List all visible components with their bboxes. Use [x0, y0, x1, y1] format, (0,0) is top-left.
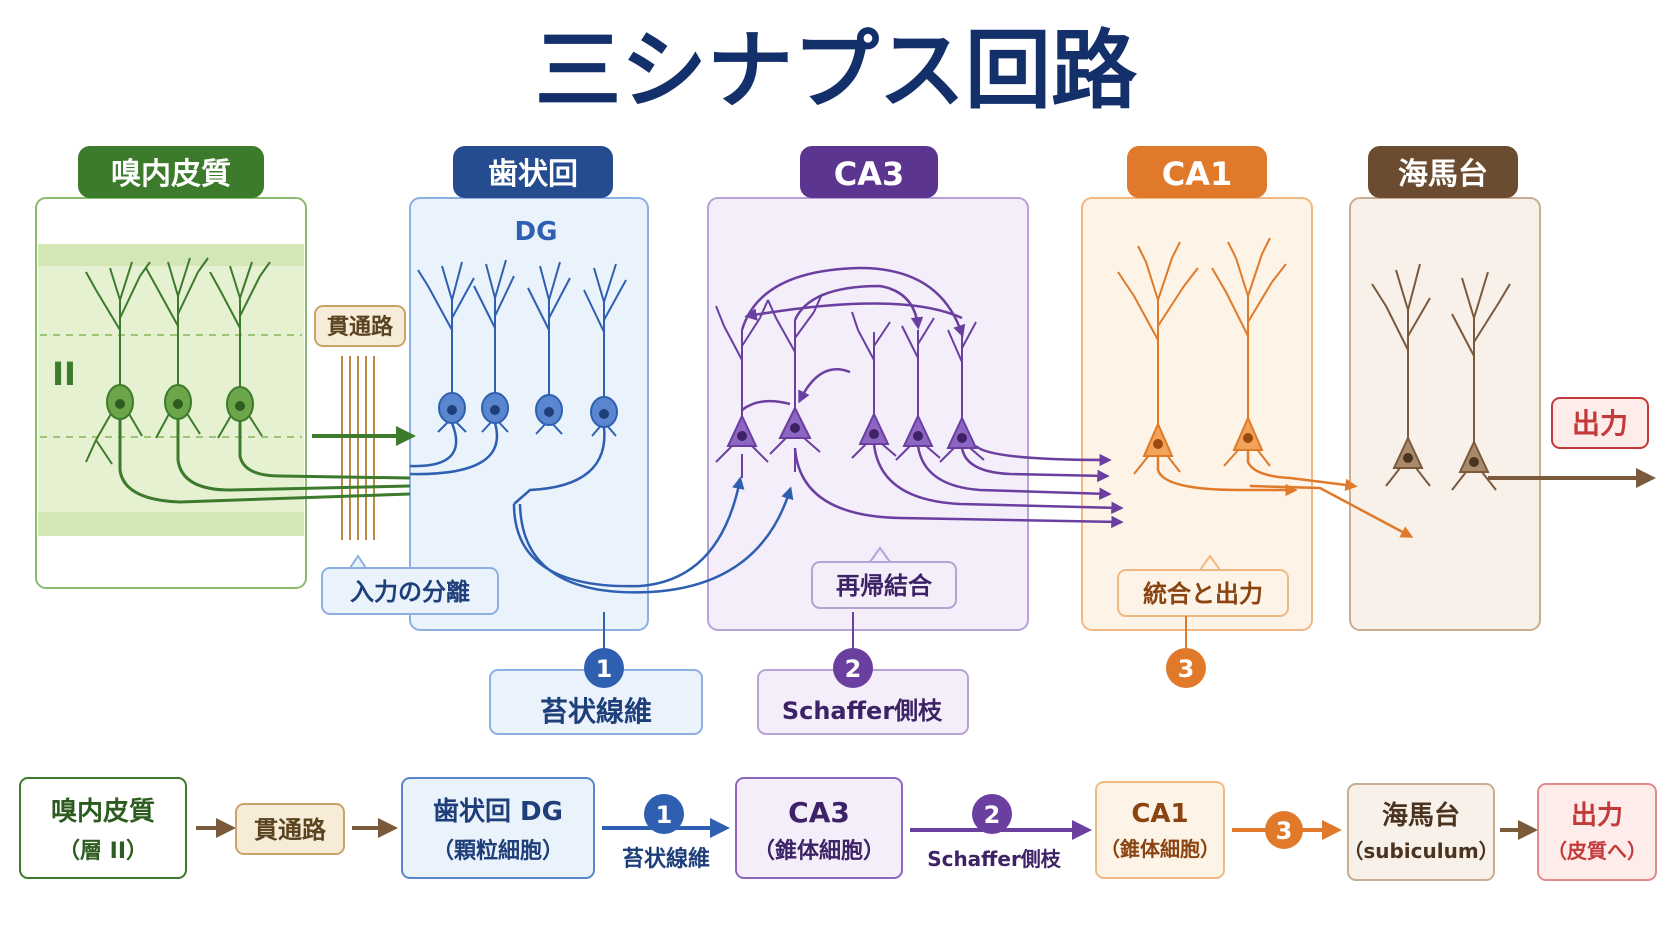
ca3-header: CA3	[800, 146, 938, 198]
sub-header: 海馬台	[1368, 146, 1518, 198]
integration-label: 統合と出力	[1143, 580, 1263, 608]
pathway-1-number: 1	[596, 655, 613, 683]
ca3-neuron	[715, 299, 769, 478]
sub-panel	[1349, 197, 1541, 631]
pathway-3-callout: 3	[1166, 616, 1206, 688]
pathway-2-callout: 2 Schaffer側枝	[757, 612, 969, 735]
dg-neurons	[417, 259, 627, 437]
pathway-2-number: 2	[845, 655, 862, 683]
ec-header-label: 嗅内皮質	[111, 157, 231, 192]
flow-sub-line2: （subiculum）	[1343, 839, 1498, 863]
dg-panel: DG	[409, 197, 649, 631]
flow-sc-number: 2	[984, 801, 1001, 829]
ec-neuron	[209, 261, 411, 480]
ca3-neuron	[851, 311, 897, 459]
flow-sub-box: 海馬台 （subiculum）	[1343, 783, 1499, 881]
dg-header: 歯状回	[453, 146, 613, 198]
dg-header-label: 歯状回	[488, 157, 578, 192]
ec-neurons	[85, 257, 411, 504]
dg-sub-label: DG	[515, 217, 558, 247]
flow-ca3-line2: （錐体細胞）	[753, 838, 885, 864]
output-label: 出力	[1572, 407, 1628, 440]
sub-neurons	[1371, 263, 1511, 491]
ca1-header-label: CA1	[1162, 155, 1233, 193]
flow-mf-label: 苔状線維	[622, 846, 710, 872]
ca3-neuron	[895, 317, 941, 461]
flow-ca3-line1: CA3	[788, 796, 850, 829]
ca1-to-sub-axon	[1249, 484, 1414, 538]
recurrent-tag: 再帰結合	[811, 546, 957, 609]
flow-out-box: 出力 （皮質へ）	[1537, 783, 1657, 881]
flow-ec-line1: 嗅内皮質	[51, 797, 155, 827]
pathway-3-number: 3	[1178, 655, 1195, 683]
ec-neuron	[85, 261, 411, 504]
ec-neuron	[145, 257, 411, 492]
flow-sub-line1: 海馬台	[1382, 800, 1460, 831]
pathway-1-label: 苔状線維	[540, 695, 652, 728]
ca1-panel	[1081, 197, 1313, 631]
flow-ec-box: 嗅内皮質 （層 II）	[19, 777, 187, 879]
flow-out-line2: （皮質へ）	[1547, 839, 1647, 863]
ec-layer-label: II	[52, 355, 76, 393]
sub-neuron	[1371, 263, 1431, 487]
sub-neuron	[1451, 271, 1511, 491]
flow-pp-box: 貫通路	[235, 803, 345, 855]
ca1-header: CA1	[1127, 146, 1267, 198]
flow-out-line1: 出力	[1571, 801, 1623, 831]
input-separation-tag: 入力の分離	[321, 554, 499, 615]
pathway-2-label: Schaffer側枝	[782, 697, 943, 725]
ca3-neuron	[939, 321, 985, 463]
mossy-fiber-axons	[409, 422, 794, 594]
input-separation-label: 入力の分離	[350, 578, 470, 606]
perforant-path-tract	[341, 356, 375, 540]
flow-ca3-box: CA3 （錐体細胞）	[735, 777, 903, 879]
sub-header-label: 海馬台	[1398, 157, 1488, 192]
ec-header: 嗅内皮質	[78, 146, 264, 198]
ca1-neurons	[1117, 237, 1358, 497]
flow-summary: 嗅内皮質 （層 II） 貫通路 歯状回 DG （顆粒細胞） 1 苔状線維 CA3…	[19, 777, 1657, 881]
recurrent-label: 再帰結合	[836, 572, 933, 600]
flow-ca1-box: CA1 （錐体細胞）	[1095, 781, 1225, 879]
ca3-header-label: CA3	[834, 155, 905, 193]
ca3-neurons	[715, 266, 985, 478]
perforant-path-label: 貫通路	[327, 314, 394, 340]
flow-ca1-line1: CA1	[1131, 799, 1188, 829]
integration-tag: 統合と出力	[1117, 554, 1289, 617]
output-tag: 出力	[1551, 397, 1649, 449]
ca3-neuron	[767, 293, 823, 472]
flow-pp-label: 貫通路	[254, 816, 327, 844]
schaffer-collateral-axons	[793, 443, 1124, 529]
flow-dg-line1: 歯状回 DG	[433, 797, 563, 827]
flow-mf-number: 1	[656, 801, 673, 829]
flow-ca1-line2: （錐体細胞）	[1100, 837, 1220, 861]
flow-dg-box: 歯状回 DG （顆粒細胞）	[401, 777, 595, 879]
pathway-1-callout: 1 苔状線維	[489, 612, 703, 735]
flow-dg-line2: （顆粒細胞）	[432, 838, 564, 864]
flow-sc-label: Schaffer側枝	[927, 847, 1062, 871]
flow-c3-number: 3	[1276, 817, 1293, 845]
perforant-path-tag: 貫通路	[314, 305, 406, 347]
page-title: 三シナプス回路	[535, 21, 1138, 121]
flow-ec-line2: （層 II）	[58, 839, 148, 864]
